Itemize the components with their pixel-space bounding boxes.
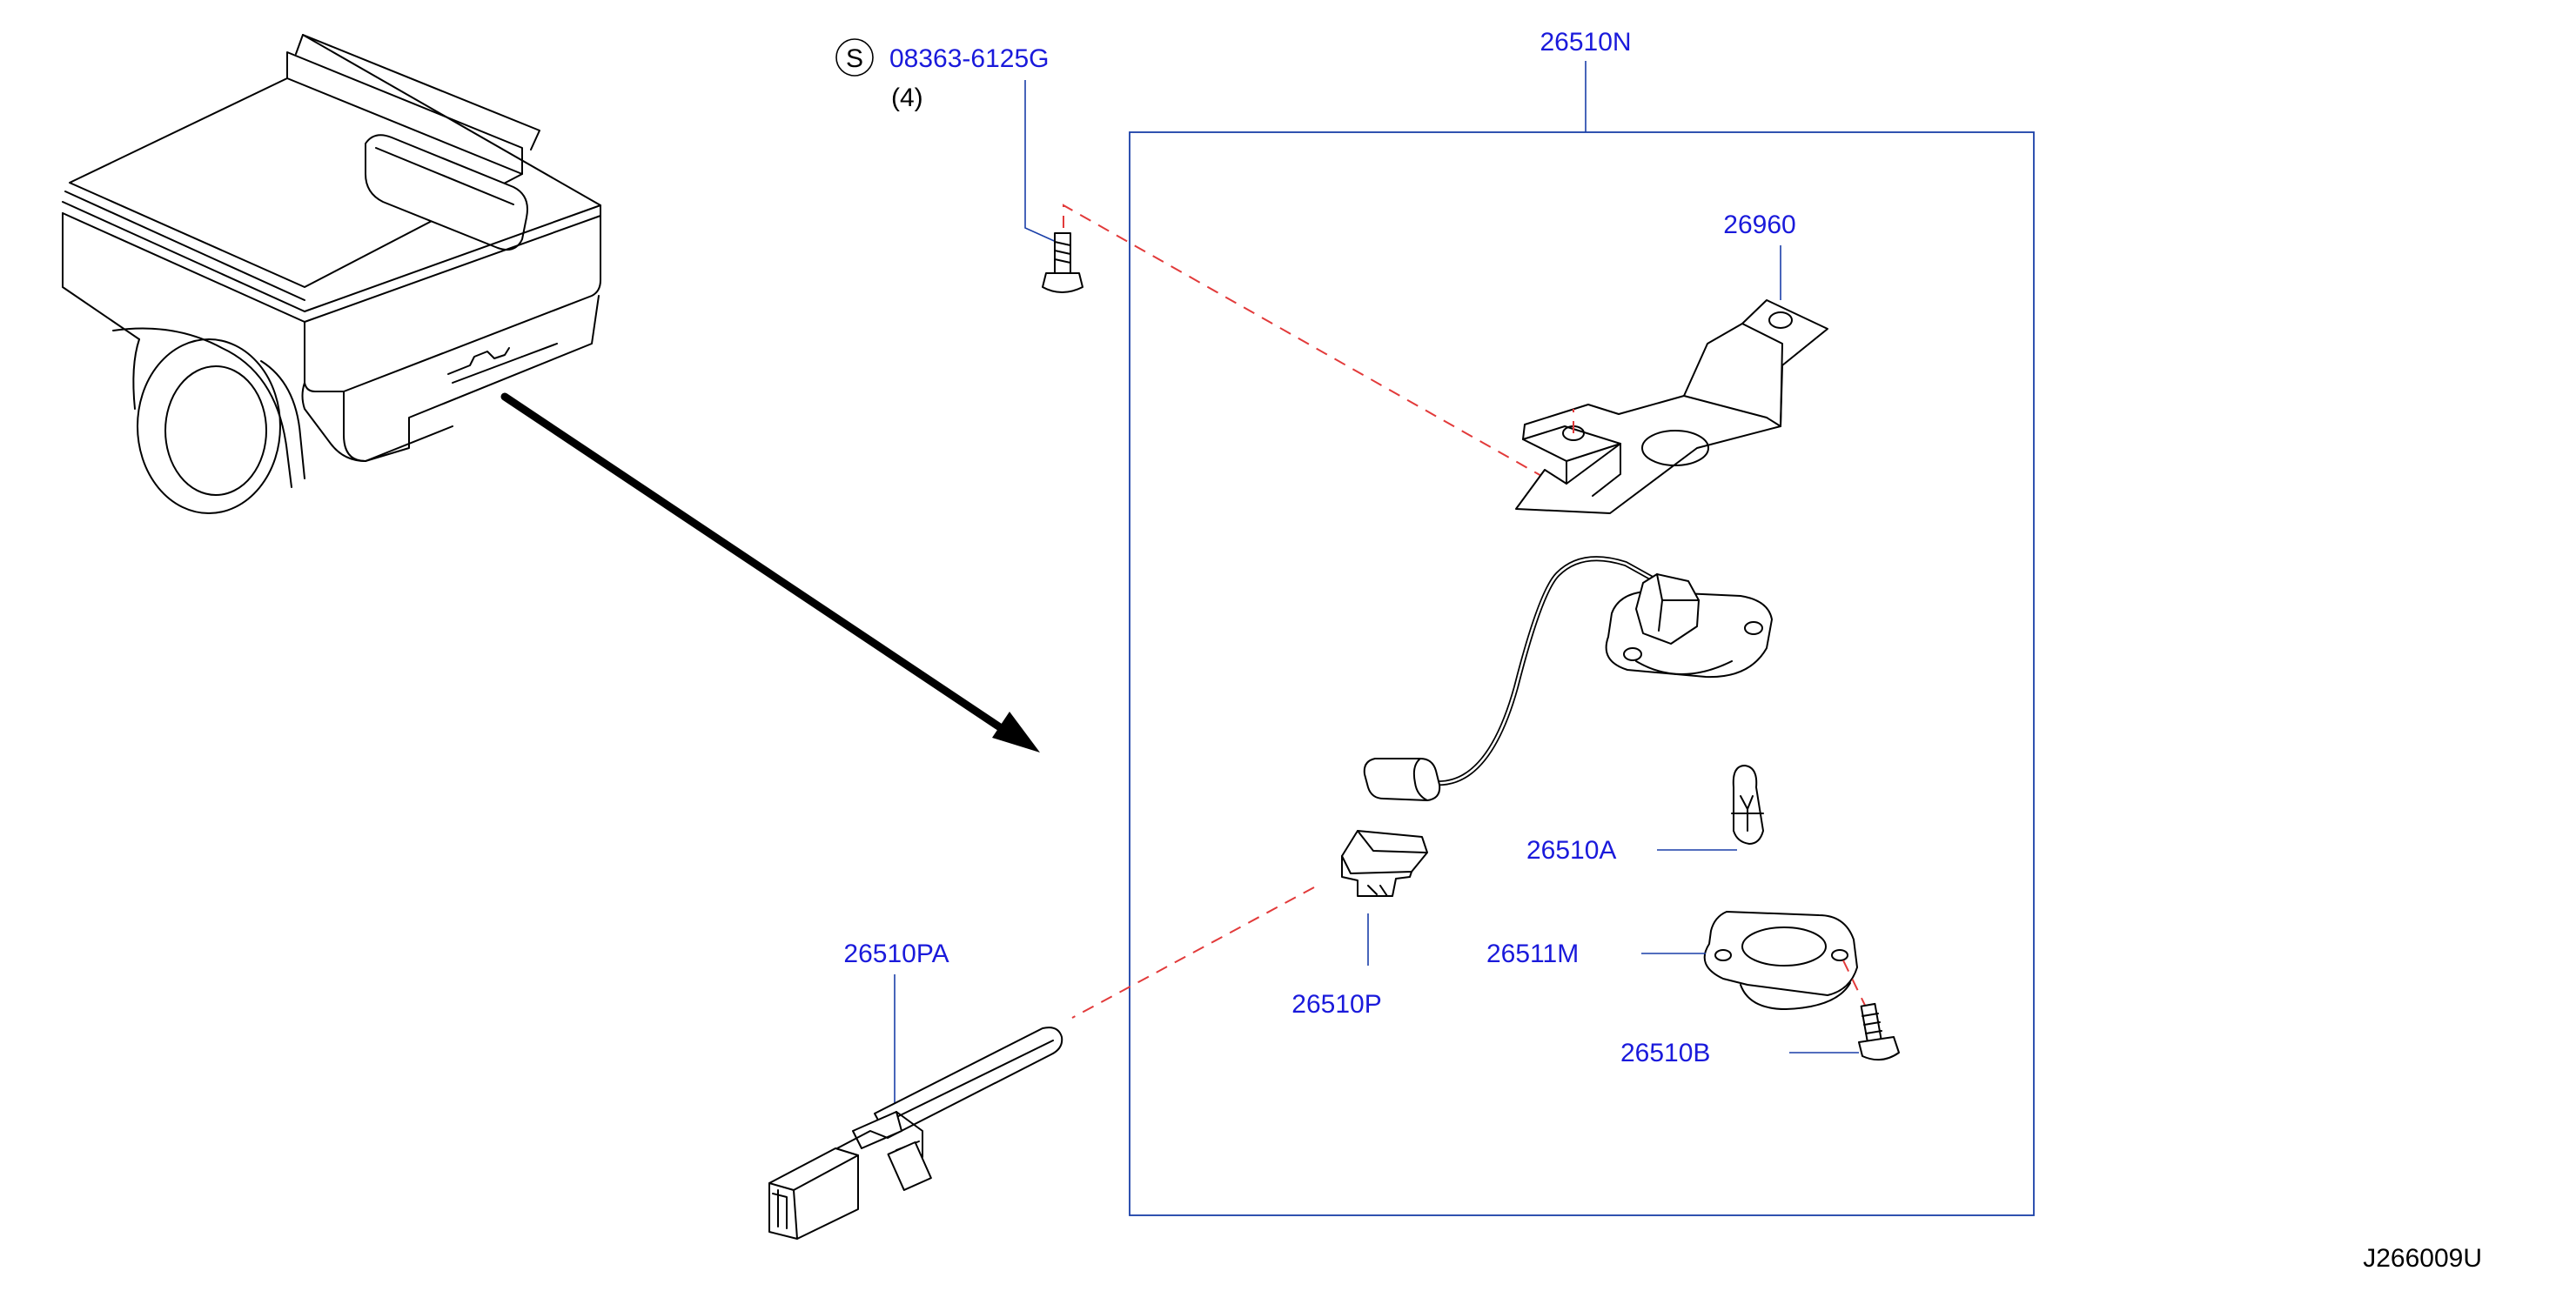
truck-bed-illustration [62,34,601,514]
standard-part-symbol [835,38,874,77]
screw-quantity: (4) [891,84,923,112]
assembly-part-number: 26510N [1540,28,1631,57]
diagram-reference-code: J266009U [2363,1244,2482,1273]
assembly-frame [1129,131,2035,1216]
screw-callout: S 08363-6125G (4) [835,38,1061,244]
bulb-part-number: 26510A [1526,836,1616,865]
direction-arrow [500,392,1040,753]
socket-part-number: 26510P [1291,990,1381,1019]
socket [1341,830,1428,897]
screw-symbol-text: S [846,44,863,73]
harness-clip-part-number: 26510PA [843,940,949,968]
socket-guide-line [1071,886,1315,1019]
lamp-screw [1858,1002,1900,1061]
lamp-body [1703,911,1858,1010]
lamp-with-harness [1363,556,1773,801]
screw-part-number: 08363-6125G [889,44,1050,73]
bracket-part-number: 26960 [1723,211,1795,239]
screw-top [1042,232,1083,293]
harness-clip [768,1027,1063,1240]
screw-part-number-lower: 26510B [1620,1039,1710,1067]
screw-guide-line [1063,204,1550,481]
lamp-body-part-number: 26511M [1486,940,1579,968]
bracket [1515,299,1828,514]
bulb [1731,765,1764,845]
